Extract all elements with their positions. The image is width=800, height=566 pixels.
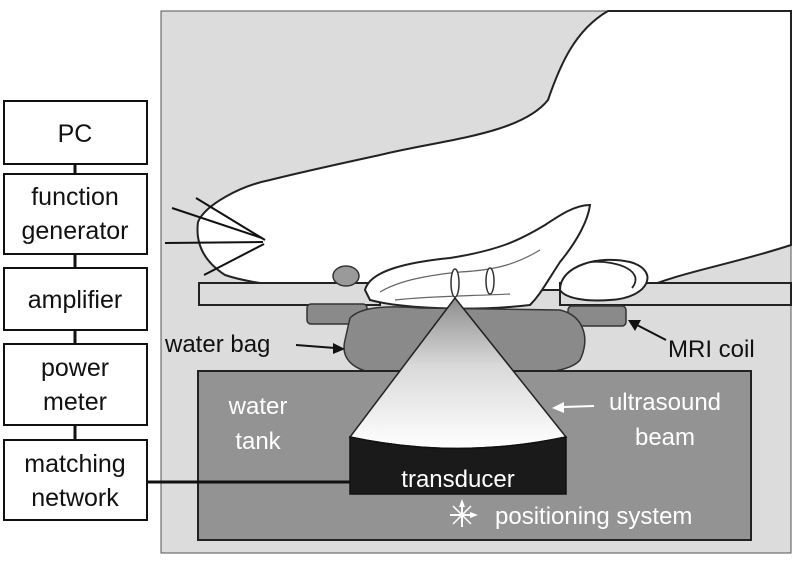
coil-loop: [558, 258, 649, 302]
power-meter-label-1: power: [41, 354, 109, 382]
star-cross-icon: [450, 499, 478, 527]
mri-coil-arrow: [636, 324, 667, 341]
pc-box: [3, 100, 148, 165]
platform: [198, 282, 381, 306]
function-generator-box: [3, 173, 148, 255]
function-generator-label-2: generator: [21, 217, 128, 245]
transducer: [349, 436, 567, 495]
ultrasound-beam-label-2: beam: [635, 424, 695, 451]
feature-oval: [332, 265, 360, 287]
coil-loop-inner: [589, 260, 637, 289]
matching-network-box: [3, 439, 148, 521]
matching-network-label-2: network: [31, 484, 119, 512]
feature-slit-1: [450, 268, 460, 298]
tissue-region: [363, 203, 592, 310]
power-meter-box: [3, 343, 148, 426]
water-tank-label-2: tank: [235, 428, 281, 455]
amplifier-box: [3, 267, 148, 331]
ultrasound-beam-arrowhead: [552, 402, 564, 413]
power-meter-label-2: meter: [43, 388, 107, 416]
water-bag-label: water bag: [164, 331, 270, 358]
tissue-inner: [379, 249, 541, 301]
ultrasound-beam-arrow: [562, 405, 595, 408]
function-generator-label-1: function: [31, 183, 119, 211]
water-bag-arrowhead: [333, 343, 345, 354]
water-bag-arrow: [295, 344, 336, 349]
equipment-chain: PC function generator amplifier power me…: [3, 100, 148, 521]
amplifier-label: amplifier: [28, 286, 122, 314]
ultrasound-beam-label-1: ultrasound: [609, 389, 721, 416]
feature-slit-2: [485, 267, 495, 295]
positioning-system-label: positioning system: [495, 503, 692, 530]
mri-coil-label: MRI coil: [668, 336, 755, 363]
water-tank-label-1: water: [228, 393, 288, 420]
matching-network-label-1: matching: [24, 450, 125, 478]
mri-coil-arrowhead: [628, 320, 641, 331]
pc-label: PC: [58, 120, 93, 148]
whiskers: [164, 197, 266, 276]
transducer-label: transducer: [401, 466, 514, 493]
